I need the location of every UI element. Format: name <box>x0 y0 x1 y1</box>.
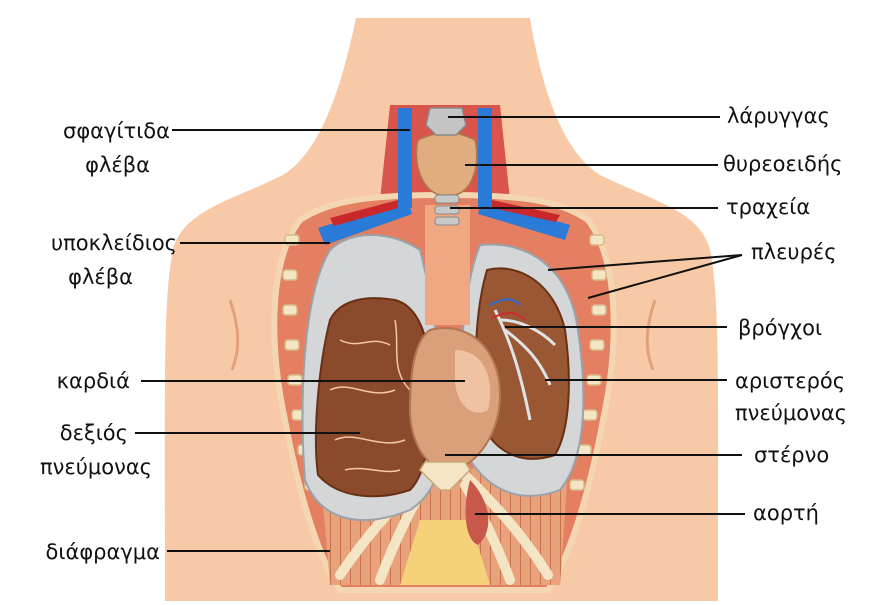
label-subclavian-vein-line2: φλέβα <box>0 262 133 292</box>
label-left-lung-line1: αριστερός <box>735 366 845 396</box>
label-trachea: τραχεία <box>726 192 810 222</box>
label-larynx: λάρυγγας <box>727 101 830 131</box>
label-right-lung-line2: πνεύμονας <box>0 452 152 482</box>
label-jugular-vein-line1: σφαγίτιδα <box>20 116 170 146</box>
label-subclavian-vein-line1: υποκλείδιος <box>0 228 177 258</box>
thyroid <box>416 133 476 196</box>
label-aorta: αορτή <box>753 498 819 528</box>
label-right-lung-line1: δεξιός <box>0 418 128 448</box>
label-bronchi: βρόγχοι <box>738 313 822 343</box>
label-jugular-vein-line2: φλέβα <box>20 150 150 180</box>
label-ribs: πλευρές <box>751 237 837 267</box>
label-left-lung-line2: πνεύμονας <box>735 398 847 428</box>
trachea <box>435 195 459 225</box>
label-heart: καρδιά <box>0 366 130 396</box>
label-sternum: στέρνο <box>754 440 829 470</box>
label-thyroid: θυρεοειδής <box>723 149 842 179</box>
label-diaphragm: διάφραγμα <box>0 537 160 567</box>
larynx <box>426 108 466 135</box>
